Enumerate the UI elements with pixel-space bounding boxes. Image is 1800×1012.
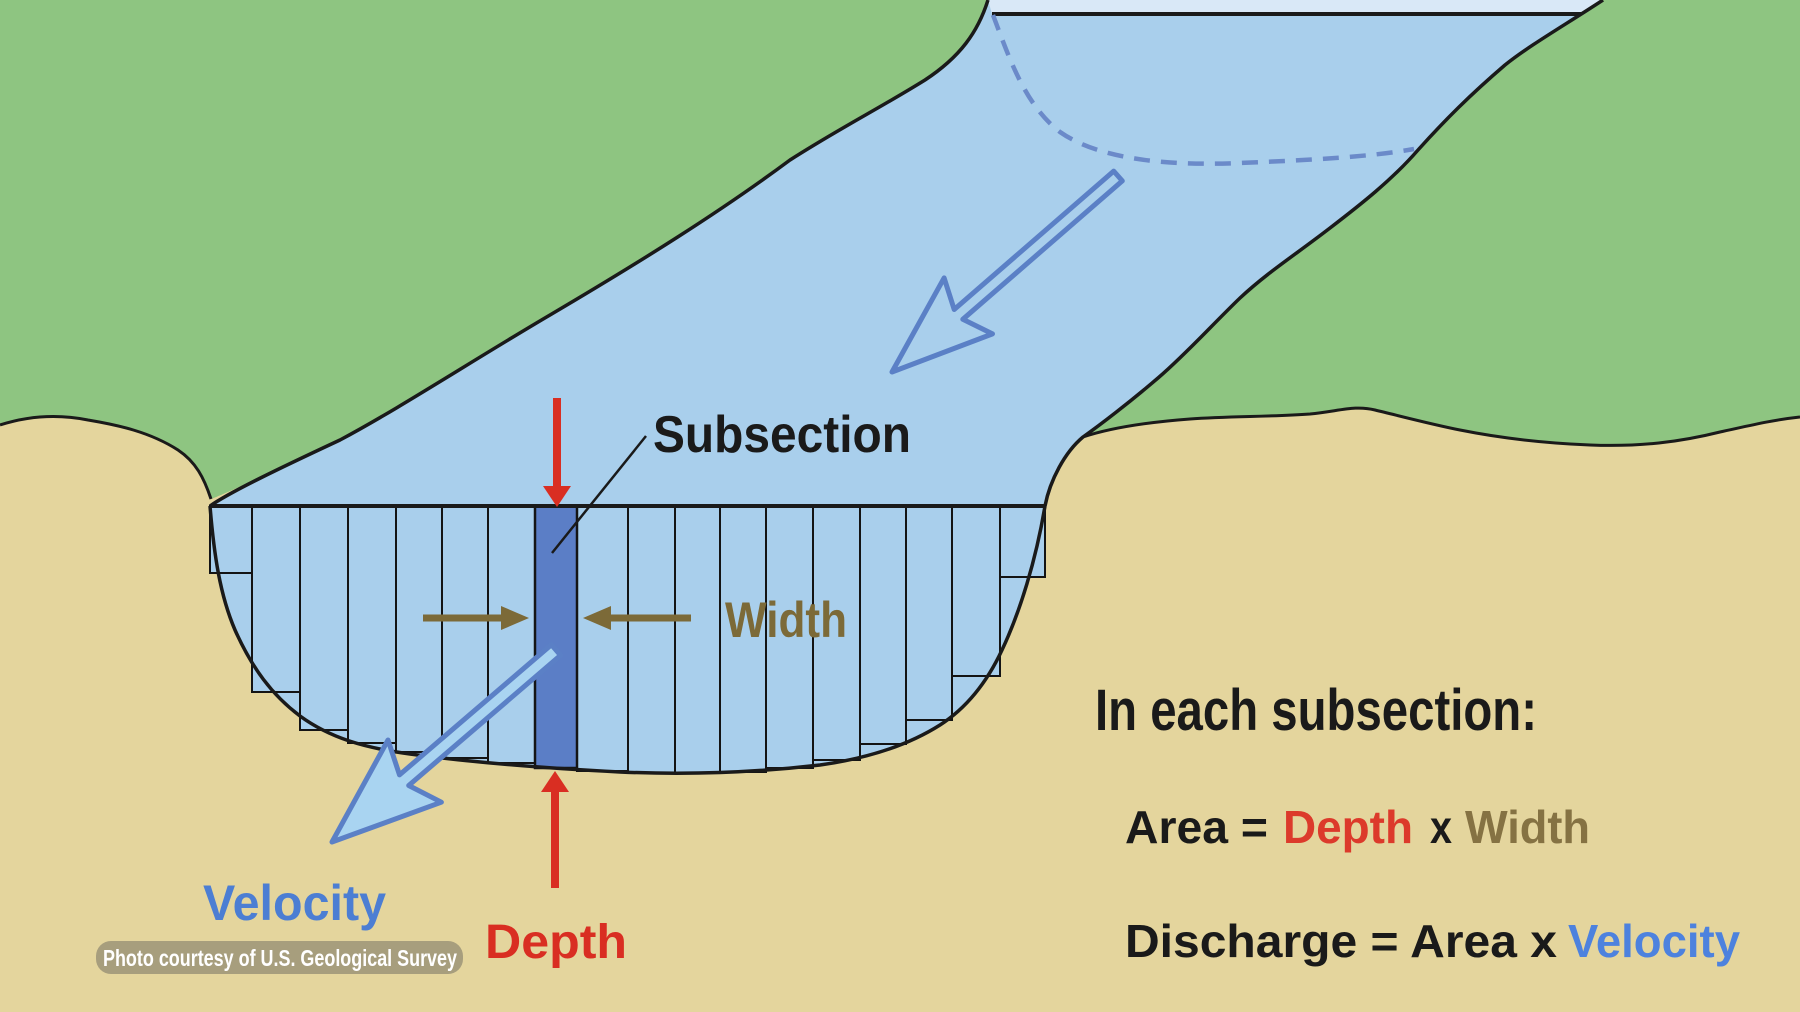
depth-arrow-up-icon [541, 771, 569, 888]
width-label: Width [725, 592, 847, 648]
subsection-column [251, 505, 301, 693]
subsection-column [627, 505, 676, 774]
right-bank-edge-line [1043, 0, 1604, 507]
subsection-pointer-line [551, 435, 647, 554]
velocity-arrow-icon [329, 642, 564, 845]
subsection-column [674, 505, 721, 774]
left-bank-edge-line [208, 0, 990, 508]
subsection-column [905, 505, 953, 721]
left-bank-grass [0, 0, 988, 499]
subsection-column [859, 505, 907, 745]
right-grass-sand-edge-line [1082, 406, 1800, 447]
photo-credit-badge: Photo courtesy of U.S. Geological Survey [96, 941, 463, 974]
subsection-column [395, 505, 443, 753]
area-formula-width: Width [1465, 801, 1590, 853]
subsection-column [719, 505, 767, 773]
width-arrow-left-icon [583, 606, 691, 630]
subsection-label: Subsection [653, 406, 911, 464]
depth-label: Depth [485, 916, 627, 969]
photo-credit-text: Photo courtesy of U.S. Geological Survey [103, 945, 457, 971]
discharge-formula-velocity: Velocity [1568, 915, 1740, 967]
stream-surface [210, 0, 1603, 506]
right-bank-grass [1083, 0, 1800, 446]
depth-arrow-down-icon [543, 398, 571, 507]
subsection-column [576, 505, 629, 772]
velocity-label: Velocity [203, 875, 386, 931]
subsection-column [487, 505, 536, 764]
stream-bed-curve [208, 505, 1047, 775]
upstream-pale-strip [988, 0, 1603, 14]
area-formula-depth: Depth [1283, 801, 1413, 853]
highlighted-subsection [533, 504, 579, 770]
discharge-formula-prefix: Discharge = Area x [1125, 915, 1557, 967]
subsection-column [765, 505, 814, 769]
subsection-column [347, 505, 397, 744]
area-formula-times: x [1430, 801, 1452, 853]
subsection-column [951, 505, 1001, 677]
left-grass-sand-edge-line [0, 415, 213, 500]
panel-heading: In each subsection: [1095, 678, 1537, 743]
width-arrow-right-icon [423, 606, 529, 630]
flow-direction-arrow-icon [889, 168, 1125, 375]
formula-panel: In each subsection: Area = Depth x Width… [1095, 678, 1740, 967]
area-formula-prefix: Area = [1125, 801, 1268, 853]
subsection-column [299, 505, 349, 731]
